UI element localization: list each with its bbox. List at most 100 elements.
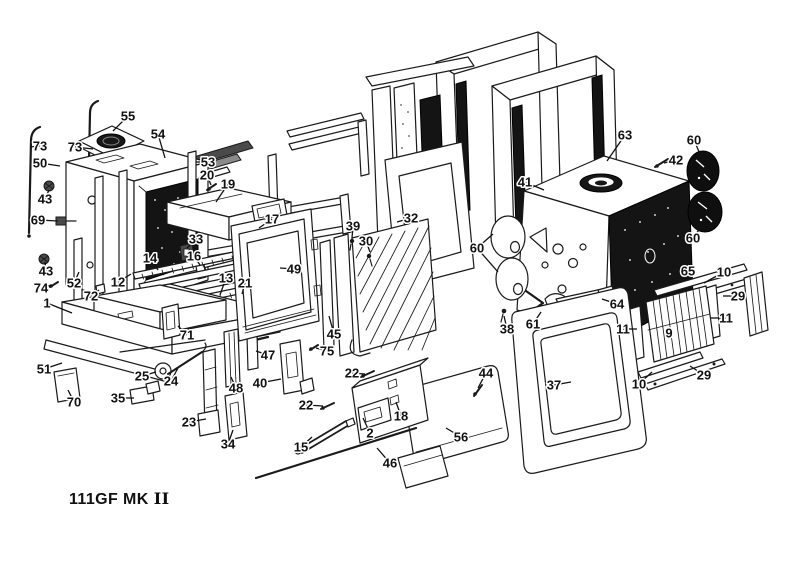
top-slot — [129, 160, 159, 170]
leader-line-25 — [141, 371, 157, 377]
leader-line-14 — [149, 257, 159, 271]
part-label-16: 16 — [187, 249, 201, 264]
part-label-74: 74 — [34, 281, 49, 296]
part-39-screw — [349, 238, 355, 251]
leader-line-56 — [445, 427, 462, 438]
leader-line-50 — [39, 162, 61, 167]
part-label-43: 43 — [39, 264, 53, 279]
leader-line-16 — [193, 255, 201, 266]
part-33-bracket — [179, 242, 195, 262]
leader-line-12 — [117, 273, 132, 283]
side-cutout — [529, 227, 548, 253]
leader-line-42 — [663, 159, 677, 164]
part-label-37: 37 — [547, 378, 561, 393]
side-hole — [557, 284, 567, 294]
model-code: 111GF MK — [69, 491, 149, 508]
part-label-25: 25 — [135, 369, 149, 384]
part-49-inner-door — [230, 208, 322, 342]
part-71-panel — [161, 303, 181, 340]
part-label-64: 64 — [610, 297, 625, 312]
part-48-channel — [223, 328, 241, 388]
leader-line-60 — [692, 226, 702, 239]
side-hole — [541, 261, 549, 269]
part-label-52: 52 — [67, 276, 81, 291]
part-38-bolt — [500, 308, 507, 323]
part-label-29: 29 — [731, 289, 745, 304]
part-22-screw — [360, 370, 375, 378]
top-rail-stack — [267, 112, 370, 216]
part-label-60: 60 — [687, 133, 701, 148]
part-label-44: 44 — [479, 366, 494, 381]
part-label-72: 72 — [84, 289, 98, 304]
part-label-33: 33 — [189, 232, 203, 247]
leader-line-20 — [206, 174, 212, 186]
part-label-2: 2 — [366, 426, 373, 441]
part-label-40: 40 — [253, 376, 267, 391]
leader-line-10 — [703, 271, 725, 284]
leader-line-23 — [188, 418, 207, 423]
part-label-11: 11 — [616, 322, 630, 337]
part-label-61: 61 — [526, 317, 540, 332]
leader-line-41 — [524, 181, 545, 191]
support-plate — [397, 445, 449, 489]
leader-line-70 — [67, 389, 75, 403]
side-hole — [579, 243, 587, 251]
part-29-rail-bottom — [644, 358, 726, 391]
part-51-front-rail — [43, 339, 167, 382]
leader-line-60 — [476, 233, 494, 249]
leader-line-69 — [37, 219, 59, 222]
leader-line-64 — [601, 298, 618, 305]
leader-line-38 — [503, 315, 508, 330]
part-label-42: 42 — [669, 153, 683, 168]
part-label-20: 20 — [200, 168, 214, 183]
panel-slats — [647, 287, 711, 361]
rear-panel-speckle — [624, 207, 679, 291]
firebox-assembly — [38, 125, 254, 309]
part-10-rail-bottom — [637, 351, 704, 379]
part-45-frame-and-baffle — [319, 218, 437, 357]
part-label-73: 73 — [33, 139, 47, 154]
leader-line-54 — [157, 133, 166, 159]
part-label-34: 34 — [221, 437, 236, 452]
part-46-rod — [254, 426, 418, 480]
leader-line-74 — [40, 284, 53, 289]
part-23-channel — [197, 348, 221, 437]
part-label-60: 60 — [686, 231, 700, 246]
part-label-51: 51 — [37, 362, 51, 377]
leader-line-73 — [74, 146, 94, 150]
part-label-50: 50 — [33, 156, 47, 171]
part-label-12: 12 — [111, 275, 125, 290]
top-slot — [95, 154, 125, 164]
side-hole — [86, 261, 94, 269]
part-label-73: 73 — [68, 140, 82, 155]
part-label-49: 49 — [287, 262, 301, 277]
leader-line-43 — [44, 261, 47, 272]
part-35-bracket — [129, 380, 161, 405]
part-label-70: 70 — [67, 395, 81, 410]
leader-line-63 — [606, 134, 626, 162]
part-37-glazed-door — [511, 287, 647, 474]
part-30-screw — [366, 253, 373, 267]
leader-line-39 — [351, 225, 354, 239]
part-label-18: 18 — [394, 409, 408, 424]
part-label-19: 19 — [221, 177, 235, 192]
leader-line-55 — [112, 115, 129, 132]
part-label-9: 9 — [665, 326, 672, 341]
leader-line-18 — [395, 401, 402, 417]
part-label-41: 41 — [518, 175, 532, 190]
part-label-32: 32 — [404, 211, 418, 226]
part-label-65: 65 — [681, 264, 695, 279]
part-60-discs-dark — [686, 150, 723, 233]
leader-line-48 — [230, 376, 237, 389]
leader-line-40 — [259, 378, 282, 384]
leader-line-32 — [396, 217, 412, 223]
leader-line-49 — [279, 267, 295, 270]
leader-line-29 — [689, 365, 705, 376]
part-label-23: 23 — [182, 415, 196, 430]
part-75-screw — [309, 344, 319, 351]
part-label-43: 43 — [38, 192, 52, 207]
part-label-22: 22 — [299, 398, 313, 413]
model-mark-numeral: II — [153, 489, 170, 508]
